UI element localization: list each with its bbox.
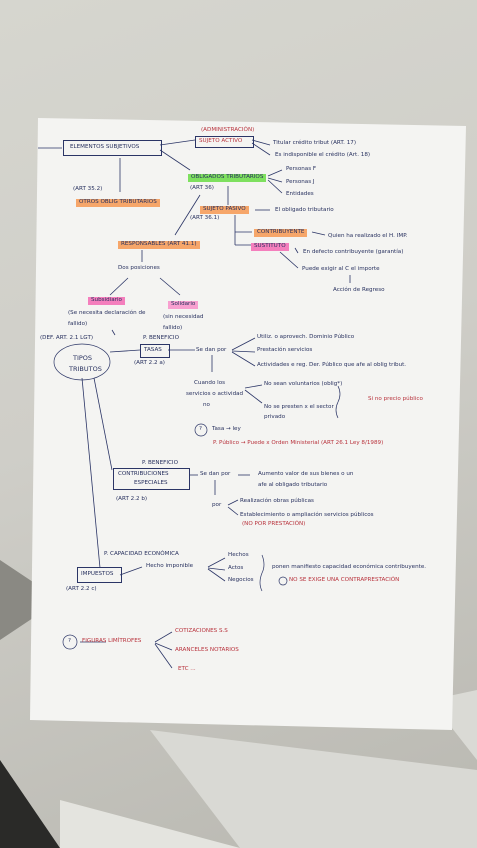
accion-regreso-text: Acción de Regreso [333,287,385,293]
hechos-text: Hechos [228,552,249,558]
p-beneficio-text: P. BENEFICIO [143,335,179,341]
figuras-limitrofes-text: FIGURAS LIMÍTROFES [82,638,142,644]
negocios-text: Negocios [228,577,254,583]
ponen-manifiesto-text: ponen manifiesto capacidad económica con… [272,564,427,570]
contribuciones-label: CONTRIBUCIONES [118,471,169,477]
no-voluntarios-text: No sean voluntarios (oblig*) [264,381,343,387]
establecimiento-text: Establecimiento o ampliación servicios p… [240,512,374,518]
obligados-label: OBLIGADOS TRIBUTARIOS [188,174,267,182]
defecto-contribuyente-text: En defecto contribuyente (garantía) [303,249,404,255]
prestacion-text: Prestación servicios [257,347,313,353]
especiales-label: ESPECIALES [134,480,168,486]
se-dan-por-text: Se dan por [196,347,227,353]
sujeto-pasivo-label: SUJETO PASIVO [200,206,249,214]
solidario-note: (sin necesidad fallido) [163,314,204,331]
utiliz-text: Utiliz. o aprovech. Dominio Público [257,334,355,340]
quien-realizado-text: Quien ha realizado el H. IMP. [328,233,408,239]
responsables-label: RESPONSABLES (ART 41.1) [118,241,200,249]
def-art-text: (DEF. ART. 2.1 LGT) [40,335,94,341]
servicios-actividad-text: servicios o actividad [186,391,244,397]
contribuyente-label: CONTRIBUYENTE [254,229,308,237]
cotizaciones-text: COTIZACIONES S.S [175,628,228,634]
tasas-label: TASAS [144,347,162,353]
realizacion-obras-text: Realización obras públicas [240,498,314,504]
tipos-text: TIPOS [73,354,93,362]
elementos-label: ELEMENTOS SUBJETIVOS [70,144,140,150]
sustituto-label: SUSTITUTO [251,243,289,251]
etc-text: ETC ... [178,666,196,672]
impuestos-box [77,567,122,583]
p-capacidad-text: P. CAPACIDAD ECONÓMICA [104,551,179,557]
titular-text: Titular crédito tribut (ART. 17) [273,140,357,146]
entidades-text: Entidades [286,191,314,197]
art36-1-text: (ART 36.1) [190,215,220,221]
p-publico-text: P. Público → Puede x Orden Ministerial (… [213,440,384,446]
personas-f-text: Personas F [286,166,317,172]
tasas-box [140,344,170,358]
art36-text: (ART 36) [190,185,214,191]
impuestos-label: IMPUESTOS [81,571,114,577]
puede-exigir-text: Puede exigir al C el importe [302,266,380,272]
actividades-text: Actividades e reg. Der. Público que afe … [257,362,407,368]
aranceles-text: ARANCELES NOTARIOS [175,647,239,653]
art22b-text: (ART 2.2 b) [116,496,148,502]
aumento-valor-text: Aumento valor de sus bienes o un [258,471,354,477]
contribuciones-box [113,468,190,490]
no-text: no [203,402,210,408]
tributos-text: TRIBUTOS [69,365,102,373]
art22a-text: (ART 2.2 a) [134,360,165,366]
si-no-precio-text: Si no precio público [368,396,423,402]
elementos-box [63,140,162,156]
se-dan-por2-text: Se dan por [200,471,231,477]
sujeto-activo-label: SUJETO ACTIVO [199,138,243,144]
otros-oblig-label: OTROS OBLIG TRIBUTARIOS [76,199,160,207]
subsidiario-label: Subsidiario [88,297,125,305]
por-text: por [212,502,222,508]
actos-text: Actos [228,565,244,571]
hecho-imponible-text: Hecho imponible [146,563,194,569]
no-por-prestacion-text: (NO POR PRESTACIÓN) [242,521,306,527]
question-mark-1: ? [199,426,202,432]
solidario-label: Solidario [168,301,199,309]
afe-obligado-text: afe al obligado tributario [258,482,328,488]
art22c-text: (ART 2.2 c) [66,586,97,592]
obligado-tributario-text: El obligado tributario [275,207,334,213]
indisponible-text: Es indisponible el crédito (Art. 18) [275,152,371,158]
dos-posiciones-text: Dos posiciones [118,265,160,271]
no-se-presten-text: No se presten x el sector privado [264,404,334,421]
personas-j-text: Personas J [286,179,315,185]
cuando-los-text: Cuando los [194,380,226,386]
sujeto-activo-box [195,136,254,148]
question-mark-2: ? [68,638,71,644]
p-beneficio2-text: P. BENEFICIO [142,460,178,466]
admin-note: (ADMINISTRACIÓN) [201,127,255,133]
tasa-ley-text: Tasa → ley [212,426,241,432]
no-se-exige-text: NO SE EXIGE UNA CONTRAPRESTACIÓN [289,577,400,583]
art35-text: (ART 35.2) [73,186,103,192]
subsidiario-note: (Se necesita declaración de fallido) [68,310,146,327]
